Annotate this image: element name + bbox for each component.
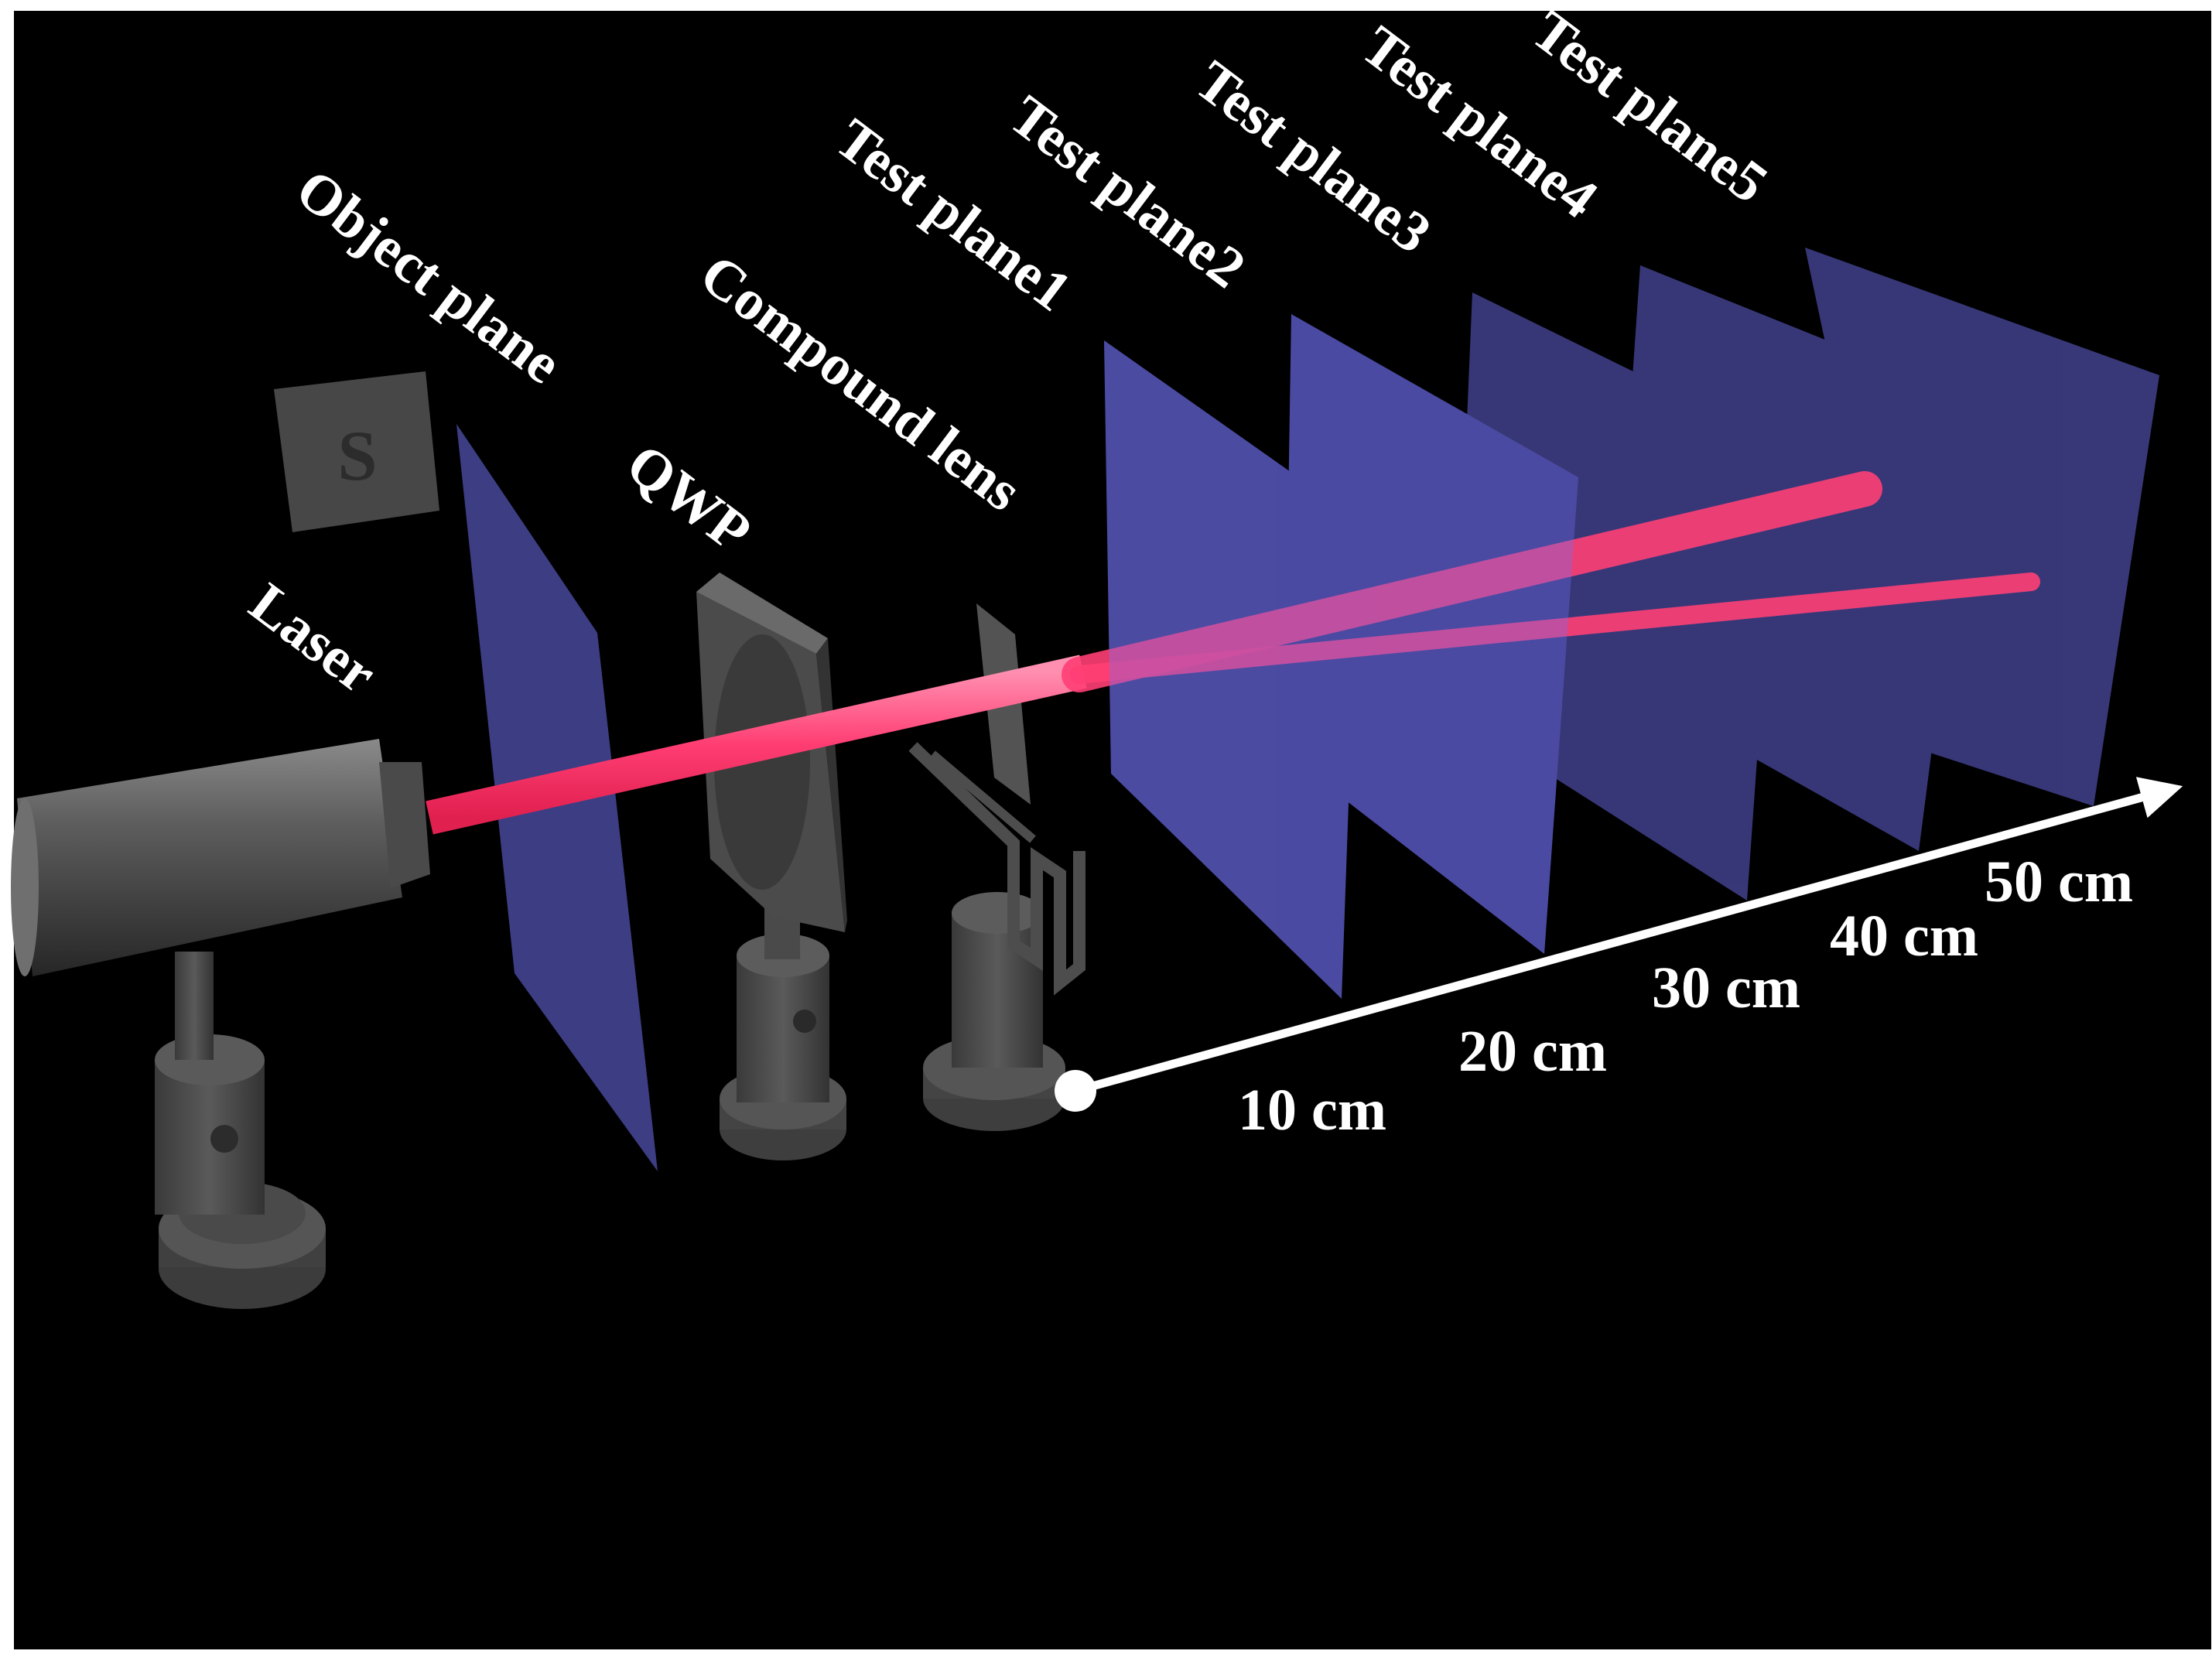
beam-lower — [1070, 572, 2040, 684]
distance-axis — [1055, 777, 2183, 1112]
beam-plane-overlay — [1104, 314, 1578, 999]
compound-lens-assembly — [908, 603, 1085, 1131]
distance-arrow — [1074, 777, 2183, 1095]
laser-body — [11, 739, 430, 976]
distance-tick-10: 10 cm — [1238, 1078, 1386, 1143]
qwp-assembly — [696, 572, 847, 1160]
beam-upper — [1062, 471, 1882, 692]
test-plane-1 — [1104, 340, 1359, 999]
distance-tick-50: 50 cm — [1985, 849, 2133, 914]
beam-main — [426, 654, 1087, 835]
distance-origin-dot — [1055, 1070, 1096, 1112]
test-planes — [1104, 248, 2159, 999]
laser-mount — [155, 952, 326, 1309]
object-letter: S — [337, 416, 377, 495]
laser-beams — [426, 471, 2040, 835]
distance-tick-40: 40 cm — [1830, 904, 1978, 969]
distance-tick-30: 30 cm — [1652, 955, 1800, 1020]
distance-tick-20: 20 cm — [1458, 1019, 1607, 1084]
object-square — [274, 371, 439, 532]
